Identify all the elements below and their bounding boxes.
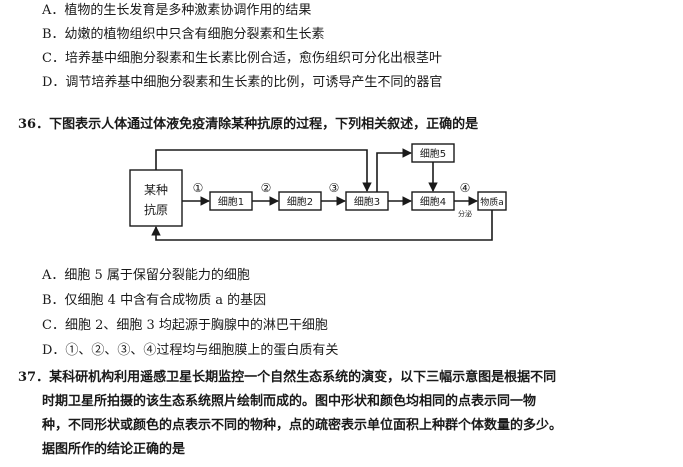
q35-option-d: D．调节培养基中细胞分裂素和生长素的比例，可诱导产生不同的器官: [42, 75, 443, 90]
antigen-label-2: 抗原: [144, 202, 168, 217]
step-4-marker: ④: [460, 181, 471, 195]
q37-line-2: 时期卫星所拍摄的该生态系统照片绘制而成的。图中形状和颜色均相同的点表示同一物: [42, 394, 537, 409]
q35-option-a: A．植物的生长发育是多种激素协调作用的结果: [42, 3, 312, 18]
cell1-label: 细胞1: [218, 195, 244, 208]
antigen-label-1: 某种: [144, 183, 168, 197]
q36-option-d: D．①、②、③、④过程均与细胞膜上的蛋白质有关: [42, 343, 339, 358]
cell5-label: 细胞5: [420, 147, 446, 160]
q36-option-a: A．细胞 5 属于保留分裂能力的细胞: [42, 268, 250, 283]
cell2-label: 细胞2: [287, 195, 313, 208]
arrow-antigen-cell3: [155, 149, 372, 192]
q35-option-b: B．幼嫩的植物组织中只含有细胞分裂素和生长素: [42, 27, 325, 42]
step-2-marker: ②: [261, 181, 272, 195]
q36-option-c: C．细胞 2、细胞 3 均起源于胸腺中的淋巴干细胞: [42, 318, 328, 333]
step-4-note: 分泌: [458, 209, 472, 218]
q37-line-3: 种，不同形状或颜色的点表示不同的物种，点的疏密表示单位面积上种群个体数量的多少。: [42, 418, 563, 433]
q36-option-b: B．仅细胞 4 中含有合成物质 a 的基因: [42, 293, 267, 308]
immune-process-diagram: 某种 抗原 细胞1 细胞2 细胞3 细胞4 细胞5 物质a ① ② ③ ④ 分泌: [129, 143, 507, 241]
step-1-marker: ①: [193, 181, 204, 195]
arrow-substance-antigen: [151, 210, 493, 241]
substance-a-label: 物质a: [480, 196, 504, 208]
step-3-marker: ③: [329, 181, 340, 195]
q37-line-4: 据图所作的结论正确的是: [42, 442, 186, 457]
cell4-label: 细胞4: [420, 195, 446, 208]
q37-line-1: 37．某科研机构利用遥感卫星长期监控一个自然生态系统的演变，以下三幅示意图是根据…: [18, 370, 557, 385]
antigen-box: [129, 169, 183, 227]
q35-option-c: C．培养基中细胞分裂素和生长素比例合适，愈伤组织可分化出根茎叶: [42, 51, 442, 66]
cell3-label: 细胞3: [354, 195, 380, 208]
arrow-cell3-cell5: [376, 148, 412, 192]
q36-stem: 36．下图表示人体通过体液免疫清除某种抗原的过程，下列相关叙述，正确的是: [18, 117, 479, 132]
